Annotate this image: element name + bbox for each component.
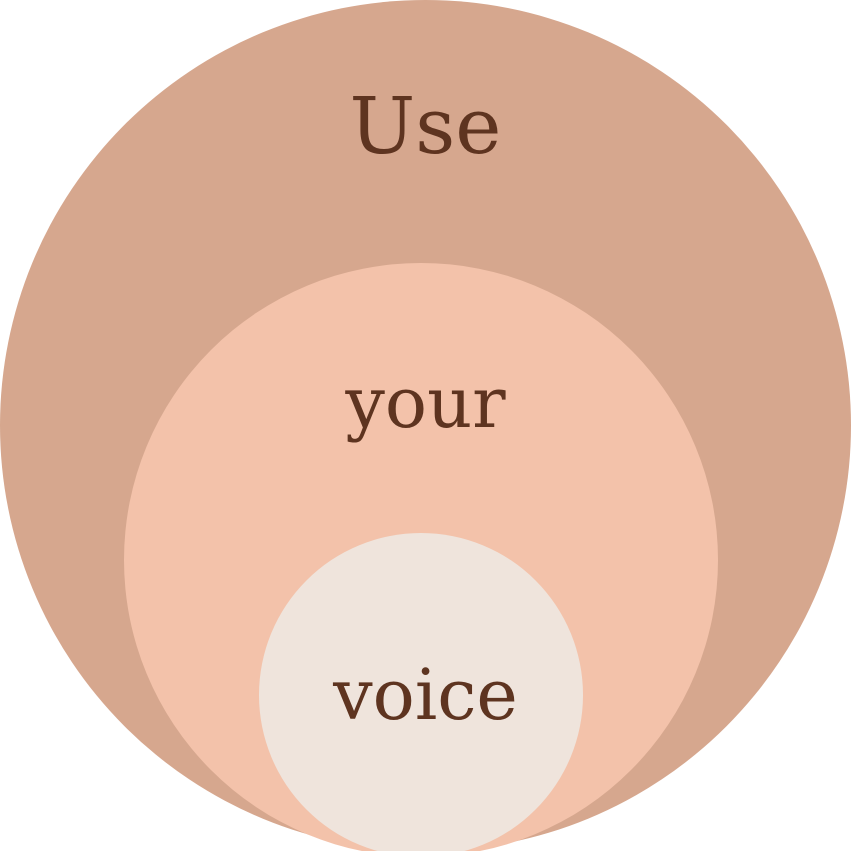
inner-circle-label: voice [333, 654, 518, 736]
outer-circle-label: Use [349, 82, 502, 172]
inner-circle [259, 533, 583, 851]
middle-circle-label: your [345, 362, 506, 444]
